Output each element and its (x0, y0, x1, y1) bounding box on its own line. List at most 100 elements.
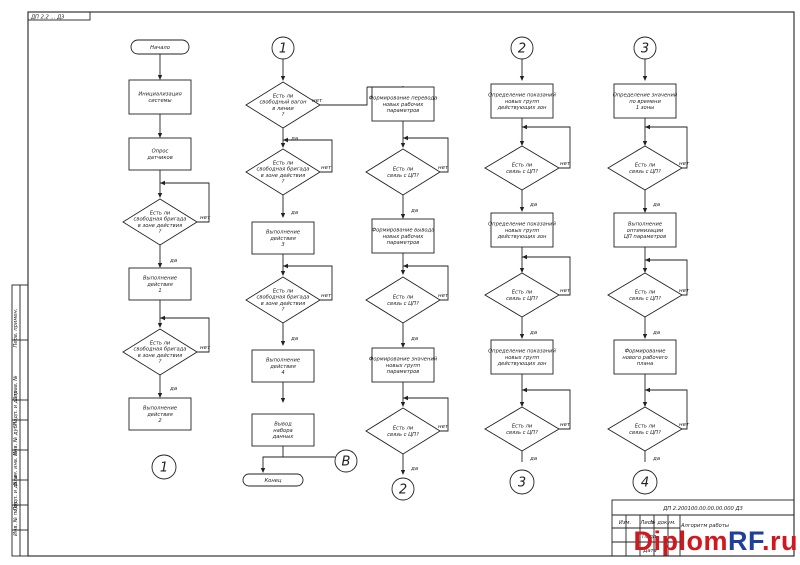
decision-cp-6-text: Есть ли (512, 424, 533, 430)
connector-3-out (509, 469, 535, 495)
no-label: нет (200, 345, 211, 351)
connector-1-in-text: 1 (279, 42, 287, 57)
decision-cp-5-text: связь с ЦП? (506, 296, 538, 302)
flow-arrow (522, 387, 527, 393)
flow-arrow (400, 402, 406, 407)
process-params-2-text: новых рабочих (383, 234, 425, 240)
binding-strip-label: Взам. инв. № (13, 450, 19, 485)
decision-brigade-3-text: ? (282, 179, 285, 185)
end-terminator-text: Конец (265, 478, 282, 484)
title-block-cell: № докум. (649, 520, 676, 526)
process-action-4-text: Выполнение (266, 358, 300, 364)
flow-line (262, 456, 283, 472)
yes-label: да (529, 330, 538, 336)
yes-label: да (652, 456, 661, 462)
flow-line (522, 389, 571, 430)
decision-cp-8-text: связь с ЦП? (629, 296, 661, 302)
flow-line (645, 259, 688, 296)
process-init-text: Инициализация (138, 92, 181, 98)
watermark-part-1: Diplom (633, 526, 728, 556)
no-label: нет (312, 98, 323, 104)
process-zones-3-text: новых групп (505, 355, 540, 361)
flow-arrow (157, 393, 163, 398)
decision-brigade-1-text: в зоне действия (138, 223, 182, 229)
process-sensors-text: датчиков (146, 155, 173, 161)
flow-arrow (283, 137, 288, 143)
decision-cp-3-text: Есть ли (393, 426, 414, 432)
yes-label: да (652, 330, 661, 336)
process-zones-1-text: Определение показаний (488, 93, 556, 99)
connector-4-out (632, 469, 658, 495)
decision-brigade-2-text: свободная бригада (134, 347, 187, 353)
process-action-2-text: Выполнение (143, 406, 177, 412)
process-output-text: набора (273, 428, 292, 434)
flow-arrow (519, 207, 525, 212)
title-block-code: ДП 2.200100.00.00.00.000 Д3 (662, 506, 743, 512)
decision-brigade-4-text: Есть ли (273, 289, 294, 295)
binding-strip-label: Перв. примен. (13, 309, 19, 348)
title-block-name: Алгоритм работы (680, 523, 729, 529)
yes-label: да (529, 202, 538, 208)
title-block-cell: Лист (639, 520, 654, 526)
yes-label: да (410, 466, 419, 472)
no-label: нет (321, 293, 332, 299)
yes-label: да (529, 456, 538, 462)
process-sensors-text: Опрос (152, 149, 169, 155)
no-label: нет (560, 161, 571, 167)
flow-line (645, 389, 688, 430)
flow-arrow (160, 180, 165, 186)
corner-stamp-text: ДП 2.2 ... Д3 (30, 15, 64, 21)
flow-arrow (157, 263, 163, 268)
connector-b (334, 449, 358, 473)
no-label: нет (560, 288, 571, 294)
connector-4-out-text: 4 (641, 476, 649, 491)
no-label: нет (438, 424, 449, 430)
flow-arrow (519, 402, 525, 407)
binding-strip-label: Подп. и дата (13, 475, 19, 510)
flow-arrow (645, 387, 650, 393)
no-label: нет (321, 165, 332, 171)
flow-arrow (522, 124, 527, 130)
decision-brigade-1-text: Есть ли (150, 211, 171, 217)
process-action-2 (128, 397, 192, 431)
process-optimize-text: ЦП параметров (624, 234, 666, 240)
flow-arrow (400, 343, 406, 348)
flow-arrow (280, 398, 286, 403)
flow-line (522, 256, 571, 296)
end-terminator (242, 473, 304, 487)
process-output-text: данных (272, 434, 295, 440)
decision-cp-7-text: связь с ЦП? (629, 169, 661, 175)
decision-brigade-4-text: в зоне действия (261, 301, 305, 307)
connector-3-in-text: 3 (641, 42, 649, 57)
process-action-4-text: 4 (281, 370, 284, 376)
no-label: нет (438, 165, 449, 171)
process-init-text: системы (148, 98, 171, 104)
flow-arrow (642, 76, 648, 81)
flow-arrow (642, 402, 648, 407)
title-block-cell: Дата (642, 548, 656, 554)
connector-2-out-text: 2 (399, 483, 407, 498)
decision-cp-5-text: Есть ли (512, 290, 533, 296)
sheet-frame (27, 11, 795, 557)
flow-arrow (400, 270, 406, 275)
process-params-2-text: параметров (387, 240, 420, 246)
yes-label: да (169, 258, 178, 264)
process-optimize-text: Выполнение (628, 222, 662, 228)
no-label: нет (679, 422, 690, 428)
decision-brigade-2-text: в зоне действия (138, 353, 182, 359)
title-block-cell: Изм. (619, 520, 631, 526)
flow-arrow (519, 334, 525, 339)
flow-line (645, 126, 688, 169)
flow-arrow (403, 263, 408, 269)
no-label: нет (679, 288, 690, 294)
flow-arrow (157, 75, 163, 80)
decision-wagon-text: ? (282, 112, 285, 118)
no-label: нет (438, 293, 449, 299)
decision-cp-9-text: Есть ли (635, 424, 656, 430)
no-label: нет (200, 215, 211, 221)
connector-3-out-text: 3 (518, 476, 526, 491)
flow-arrow (280, 143, 286, 148)
flow-line (283, 265, 333, 301)
decision-cp-3-text: связь с ЦП? (387, 432, 419, 438)
flow-arrow (157, 133, 163, 138)
